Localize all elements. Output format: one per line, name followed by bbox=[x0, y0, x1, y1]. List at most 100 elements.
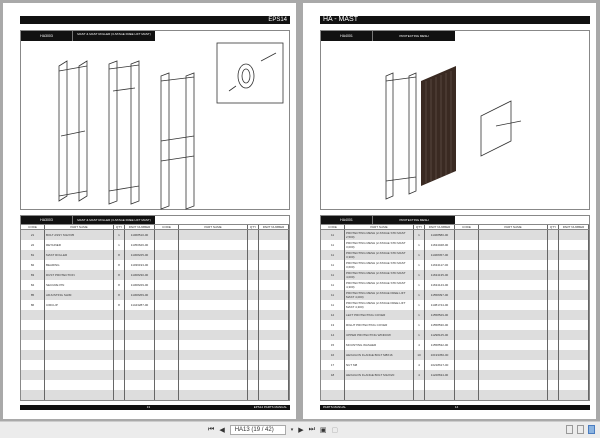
table-row bbox=[321, 390, 589, 400]
table-cell bbox=[179, 350, 248, 360]
table-cell: HEXAGON FLANGE BOLT M8X16 bbox=[345, 350, 414, 360]
page-select[interactable]: HA13 (19 / 42) bbox=[229, 425, 286, 435]
single-page-icon[interactable] bbox=[566, 425, 573, 434]
table-cell bbox=[21, 370, 45, 380]
table-cell bbox=[259, 240, 289, 250]
table-cell bbox=[479, 350, 548, 360]
table-cell bbox=[179, 320, 248, 330]
table-cell bbox=[548, 330, 559, 340]
table-cell bbox=[259, 310, 289, 320]
table-cell bbox=[548, 320, 559, 330]
table-cell bbox=[559, 340, 589, 350]
continuous-icon[interactable] bbox=[577, 425, 584, 434]
table-cell: 11228634-00 bbox=[425, 370, 455, 380]
table-cell bbox=[179, 260, 248, 270]
table-cell bbox=[321, 380, 345, 390]
page-header-bar: HA - MAST bbox=[320, 16, 590, 24]
table-cell bbox=[125, 330, 155, 340]
table-cell: 11 bbox=[321, 240, 345, 250]
column-header: PART NUMBER bbox=[125, 225, 155, 229]
table-cell bbox=[259, 320, 289, 330]
prev-page-icon[interactable]: ◀ bbox=[219, 427, 225, 434]
table-cell bbox=[155, 340, 179, 350]
table-cell: RETAINER bbox=[45, 240, 114, 250]
last-page-icon[interactable]: ⏭ bbox=[308, 426, 315, 433]
table-cell: 11 bbox=[321, 290, 345, 300]
table-cell bbox=[455, 340, 479, 350]
table-cell: UPPER PROTECTING WINDOW bbox=[345, 330, 414, 340]
table-cell: SECURE PIN bbox=[45, 280, 114, 290]
table-cell bbox=[179, 340, 248, 350]
table-row bbox=[21, 340, 289, 350]
table-cell bbox=[155, 320, 179, 330]
table-cell: 1 bbox=[414, 250, 425, 260]
table-row bbox=[321, 380, 589, 390]
first-page-icon[interactable]: ⏮ bbox=[208, 426, 215, 433]
next-page-icon[interactable]: ▶ bbox=[298, 427, 304, 434]
table-cell bbox=[548, 380, 559, 390]
table-cell bbox=[559, 270, 589, 280]
table-row bbox=[21, 330, 289, 340]
table-cell bbox=[248, 390, 259, 400]
two-page-icon[interactable] bbox=[588, 425, 595, 434]
table-cell bbox=[248, 380, 259, 390]
table-cell bbox=[155, 310, 179, 320]
table-cell: 11036193-00 bbox=[125, 260, 155, 270]
table-cell: 8 bbox=[114, 270, 125, 280]
table-cell: PROTECTING MESH (2-STAGE STD MAST 3,000) bbox=[345, 240, 414, 250]
table-cell: 1 bbox=[414, 300, 425, 310]
table-cell: 11634117-00 bbox=[425, 260, 455, 270]
table-cell bbox=[155, 370, 179, 380]
table-cell: 11558397-00 bbox=[425, 290, 455, 300]
table-cell bbox=[125, 340, 155, 350]
table-cell bbox=[559, 380, 589, 390]
chevron-down-icon[interactable]: ▾ bbox=[290, 427, 294, 433]
table-cell: 10218617-00 bbox=[425, 360, 455, 370]
table-cell bbox=[479, 360, 548, 370]
table-cell: 11558530-00 bbox=[425, 320, 455, 330]
table-cell bbox=[479, 390, 548, 400]
table-cell: HEXAGON FLANGE BOLT M12X20 bbox=[345, 370, 414, 380]
table-section-title: MAST & MAST ROLLER (3-STAGE FREE LIFT MA… bbox=[77, 218, 151, 222]
table-cell bbox=[548, 230, 559, 240]
table-cell: 8 bbox=[114, 250, 125, 260]
fit-width-icon[interactable]: ▢ bbox=[331, 427, 339, 434]
table-cell bbox=[125, 350, 155, 360]
table-cell bbox=[479, 290, 548, 300]
table-cell: 8 bbox=[114, 260, 125, 270]
table-cell bbox=[125, 360, 155, 370]
table-cell: BEARING bbox=[45, 260, 114, 270]
table-cell: 1 bbox=[414, 310, 425, 320]
table-cell bbox=[21, 310, 45, 320]
table-cell: 11 bbox=[321, 280, 345, 290]
fit-page-icon[interactable]: ▣ bbox=[319, 427, 327, 434]
table-cell bbox=[179, 230, 248, 240]
table-cell bbox=[455, 260, 479, 270]
table-cell bbox=[455, 310, 479, 320]
table-cell bbox=[179, 330, 248, 340]
table-cell: 11468457-00 bbox=[425, 250, 455, 260]
table-cell bbox=[248, 230, 259, 240]
table-cell bbox=[548, 310, 559, 320]
column-header: PART NUMBER bbox=[425, 225, 455, 229]
table-row bbox=[21, 390, 289, 400]
table-cell: PROTECTING MESH (2-STAGE STD MAST 2,500) bbox=[345, 230, 414, 240]
table-cell: 11 bbox=[321, 230, 345, 240]
column-header: PART NAME bbox=[179, 225, 248, 229]
table-cell: 11308225-00 bbox=[125, 250, 155, 260]
table-cell bbox=[45, 380, 114, 390]
table-cell bbox=[259, 250, 289, 260]
page-header: HA - MAST bbox=[323, 16, 359, 23]
